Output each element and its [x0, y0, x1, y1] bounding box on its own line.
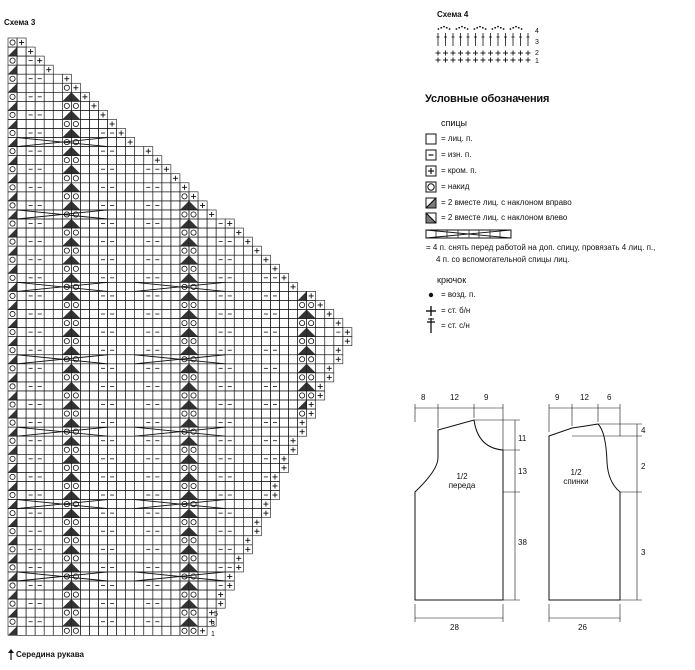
legend-crochet-heading: крючок [437, 275, 467, 285]
empty-square-icon [425, 133, 437, 145]
front-dim-top-left: 8 [421, 393, 426, 402]
legend-item-yarn-over: = накид [441, 182, 470, 191]
sleeve-center-arrow-icon [7, 648, 15, 666]
scheme4-grid [435, 25, 531, 63]
legend-cable-line1: = 4 п. снять перед работой на доп. спицу… [426, 243, 656, 252]
scheme3-row-number-3: 3 [211, 621, 215, 628]
back-dim-top-middle: 12 [580, 393, 589, 402]
right-slant-square-icon [425, 197, 437, 209]
legend-item-dc: = ст. с/н [441, 321, 470, 330]
back-label-name: спинки [563, 477, 589, 486]
legend-title: Условные обозначения [425, 93, 550, 105]
legend-symbols [425, 133, 512, 333]
back-label: 1/2 спинки [548, 468, 604, 486]
legend-cable-line2: 4 п. со вспомогательной спицы лиц. [436, 255, 570, 264]
back-dimension-lines [548, 404, 642, 622]
circle-square-icon [425, 181, 437, 193]
front-label: 1/2 переда [432, 472, 492, 490]
front-label-fraction: 1/2 [456, 472, 468, 481]
front-dim-top-middle: 12 [450, 393, 459, 402]
legend-item-purl: = изн. п. [441, 150, 472, 159]
front-dim-right-mid: 13 [518, 467, 527, 476]
back-dim-right-top: 4 [641, 426, 646, 435]
front-label-name: переда [448, 481, 476, 490]
scheme4-row-number-2: 2 [535, 50, 539, 57]
cable-symbol-icon [425, 229, 512, 239]
legend-item-k2tog-left: = 2 вместе лиц. с наклоном влево [441, 213, 568, 222]
front-dim-right-armhole: 11 [518, 434, 527, 443]
plus-icon [426, 306, 436, 316]
scheme4-chart [435, 25, 531, 63]
scheme3-title: Схема 3 [4, 18, 36, 27]
scheme4-title: Схема 4 [437, 10, 469, 19]
back-outline [548, 423, 621, 601]
back-dim-bottom: 26 [578, 623, 587, 632]
front-dim-bottom: 28 [450, 623, 459, 632]
legend-item-chain: = возд. п. [441, 290, 476, 299]
front-dimension-lines [414, 404, 520, 622]
scheme4-row-number-3: 3 [535, 39, 539, 46]
front-dim-top-right: 9 [484, 393, 489, 402]
left-slant-square-icon [425, 212, 437, 224]
sleeve-center-label: Середина рукава [16, 650, 85, 659]
dash-square-icon [425, 149, 437, 161]
back-label-fraction: 1/2 [570, 468, 582, 477]
legend-item-edge: = кром. п. [441, 166, 477, 175]
back-dim-top-left: 9 [555, 393, 560, 402]
scheme4-row-number-4: 4 [535, 28, 539, 35]
scheme3-row-number-5: 5 [214, 611, 218, 618]
scheme3-row-number-1: 1 [211, 631, 215, 638]
scheme3-chart [7, 37, 353, 636]
front-outline [414, 419, 504, 601]
back-dim-right-mid: 2 [641, 462, 646, 471]
front-dim-right-body: 38 [518, 538, 527, 547]
dot-icon [428, 292, 434, 298]
legend-knitting-heading: спицы [441, 118, 468, 128]
legend-item-sc: = ст. б/н [441, 306, 471, 315]
scheme4-row-number-1: 1 [535, 58, 539, 65]
back-dim-top-right: 6 [607, 393, 612, 402]
dagger-icon [427, 318, 435, 333]
plus-square-icon [425, 165, 437, 177]
legend-item-knit: = лиц. п. [441, 134, 473, 143]
legend-item-k2tog-right: = 2 вместе лиц. с наклоном вправо [441, 198, 572, 207]
scheme3-grid [7, 37, 353, 636]
back-dim-right-body: 3 [641, 548, 646, 557]
